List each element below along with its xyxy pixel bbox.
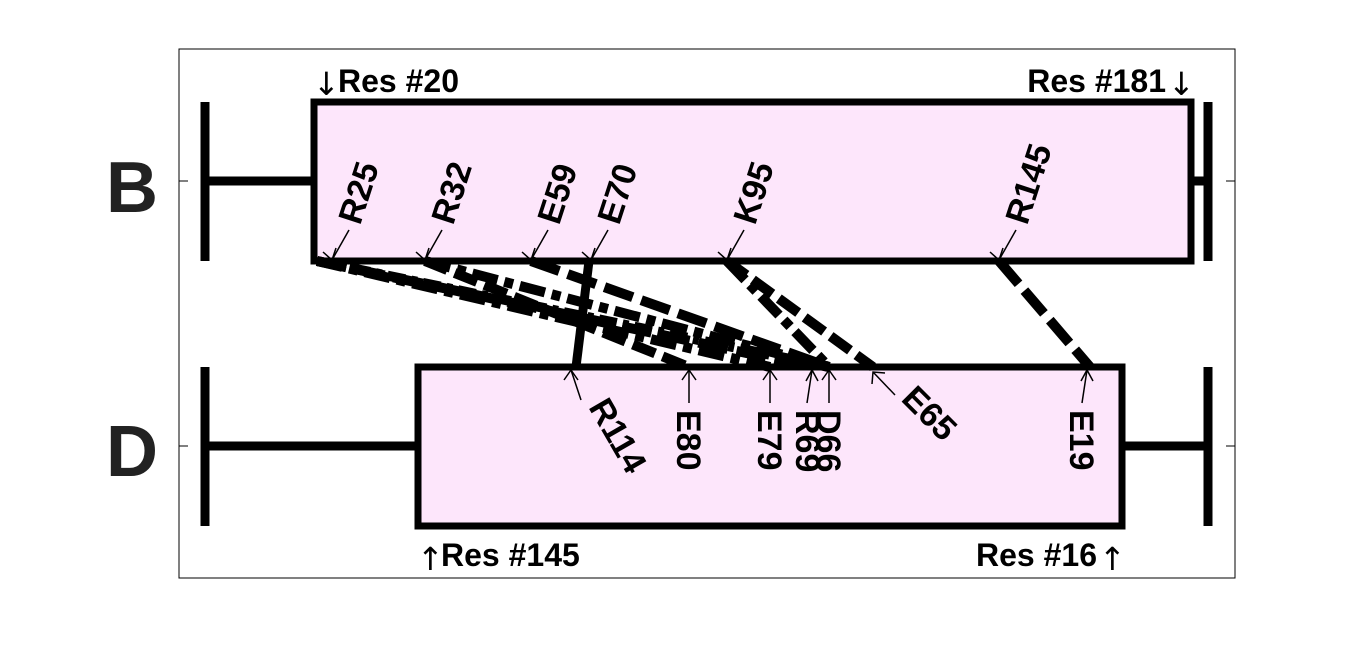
site-E80-label: E80 [669, 410, 707, 471]
chain-d-label: D [106, 412, 158, 492]
crosslink-E70-R114 [571, 260, 594, 368]
site-E70-arrowhead [581, 247, 596, 262]
crosslink-R32-D66 [423, 256, 831, 372]
crosslink-R25-E79 [315, 256, 772, 372]
chain-b-end-arrow: ↓ [1168, 65, 1195, 103]
crosslink-E59-D66 [529, 256, 831, 372]
site-E59-pointer [530, 229, 549, 261]
chain-b-backbone [200, 102, 1213, 261]
site-R145-arrowhead [989, 247, 1004, 262]
crosslink-K95-D66 [723, 257, 833, 371]
site-R32-arrowhead [415, 247, 430, 262]
crosslink-R145-E19 [995, 257, 1094, 371]
site-R69-pointer [806, 369, 813, 404]
site-E79-label: E79 [750, 410, 788, 471]
site-E79-arrowhead [762, 368, 778, 381]
site-R25-pointer [331, 229, 350, 261]
site-E79: E79 [750, 368, 788, 471]
chain-d-backbone [200, 367, 1213, 526]
site-E70-pointer [590, 229, 609, 261]
site-E65-arrowhead [871, 371, 886, 385]
site-R114-pointer [570, 369, 582, 401]
chain-b-end-label: Res #181 [1027, 63, 1166, 99]
site-D66: D66 [809, 368, 847, 472]
chain-b-label: B [106, 148, 158, 228]
chain-d-end-label: Res #16 [976, 537, 1097, 573]
site-E80: E80 [669, 368, 707, 471]
site-E19-pointer [1081, 369, 1088, 404]
site-D66-arrowhead [821, 368, 837, 381]
chain-b-start-arrow: ↓ [313, 65, 340, 103]
site-E59-arrowhead [521, 247, 536, 262]
chain-b-start-label: Res #20 [338, 63, 459, 99]
site-E80-arrowhead [681, 368, 697, 381]
site-R69-arrowhead [805, 368, 819, 382]
site-E19-label: E19 [1062, 410, 1100, 471]
site-R69: R69 [788, 368, 826, 472]
site-E65-pointer [872, 371, 896, 396]
site-E19: E19 [1062, 368, 1100, 471]
site-R32-pointer [424, 229, 443, 261]
chain-d-start-arrow: ↑ [417, 540, 444, 578]
crosslink-K95-E65 [724, 256, 876, 372]
site-D66-label: D66 [809, 410, 847, 472]
crosslink-lines [315, 256, 1094, 372]
site-K95-arrowhead [717, 247, 732, 262]
site-K95-pointer [726, 229, 745, 261]
crosslink-R32-E80 [423, 256, 691, 372]
site-R114-arrowhead [563, 368, 579, 381]
site-R69-label: R69 [788, 410, 826, 472]
chain-d-end-arrow: ↑ [1099, 540, 1126, 578]
site-R145-pointer [998, 229, 1017, 261]
chain-b-box [310, 98, 1195, 265]
site-E19-arrowhead [1080, 368, 1094, 382]
chain-d-start-label: Res #145 [441, 537, 580, 573]
site-R25-arrowhead [322, 247, 337, 262]
